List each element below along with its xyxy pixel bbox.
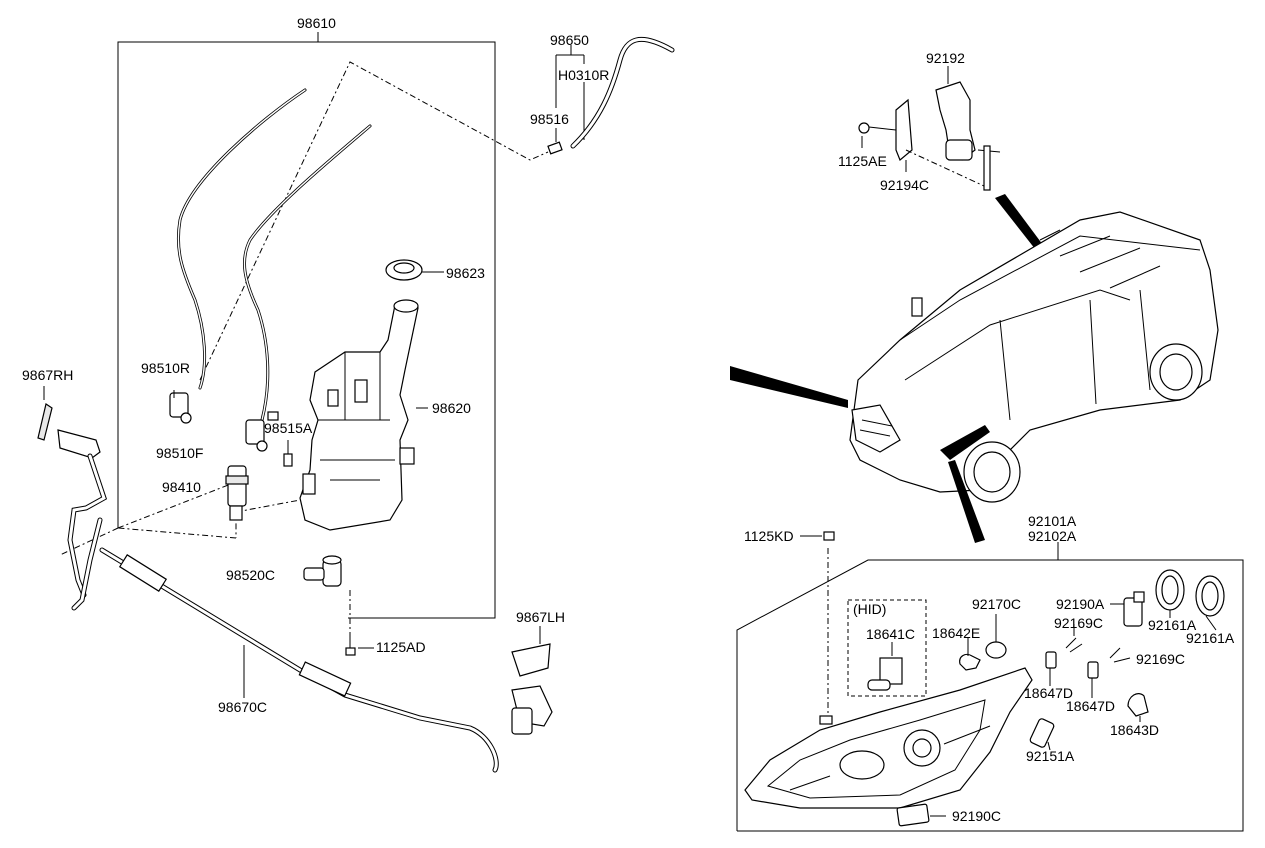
label-18641C: 18641C bbox=[866, 626, 915, 642]
label-92170C: 92170C bbox=[972, 596, 1021, 612]
label-98620: 98620 bbox=[432, 400, 471, 416]
label-92102A: 92102A bbox=[1028, 528, 1077, 544]
label-92161A-left: 92161A bbox=[1148, 617, 1197, 633]
level-sensor bbox=[303, 555, 342, 587]
label-98515A: 98515A bbox=[264, 420, 313, 436]
washer-group bbox=[59, 32, 549, 656]
bolt-1125AD bbox=[345, 636, 374, 656]
label-9867RH: 9867RH bbox=[22, 367, 73, 383]
label-H0310R: H0310R bbox=[558, 67, 609, 83]
label-92192: 92192 bbox=[926, 50, 965, 66]
label-98516: 98516 bbox=[530, 111, 569, 127]
label-98510R: 98510R bbox=[141, 360, 190, 376]
label-92151A: 92151A bbox=[1026, 748, 1075, 764]
washer-reservoir bbox=[299, 299, 428, 531]
label-98650: 98650 bbox=[550, 32, 589, 48]
headlamp-group bbox=[736, 531, 1244, 832]
label-92169C-top: 92169C bbox=[1054, 615, 1103, 631]
washer-motor bbox=[225, 465, 249, 521]
vehicle-illustration bbox=[730, 211, 1219, 543]
label-92190A: 92190A bbox=[1056, 596, 1105, 612]
washer-pump-front bbox=[245, 411, 279, 452]
label-98520C: 98520C bbox=[226, 567, 275, 583]
washer-pump-rear bbox=[169, 390, 192, 424]
label-92190C: 92190C bbox=[952, 808, 1001, 824]
label-92161A-right: 92161A bbox=[1186, 630, 1235, 646]
label-98670C: 98670C bbox=[218, 699, 267, 715]
washer-nozzle-hoses bbox=[37, 386, 553, 773]
washer-tube-group bbox=[547, 37, 675, 155]
check-valve bbox=[283, 440, 293, 467]
label-92169C-bottom: 92169C bbox=[1136, 651, 1185, 667]
label-92101A: 92101A bbox=[1028, 513, 1077, 529]
label-18643D: 18643D bbox=[1110, 722, 1159, 738]
part-number-labels: 98610 98650 H0310R 98516 98623 9867RH 98… bbox=[22, 15, 1235, 824]
label-98510F: 98510F bbox=[156, 445, 203, 461]
label-1125KD: 1125KD bbox=[744, 528, 794, 544]
label-1125AE: 1125AE bbox=[838, 153, 887, 169]
label-hid: (HID) bbox=[853, 601, 886, 617]
label-18642E: 18642E bbox=[932, 625, 980, 641]
label-9867LH: 9867LH bbox=[516, 609, 565, 625]
label-1125AD: 1125AD bbox=[376, 639, 426, 655]
label-92194C: 92194C bbox=[880, 177, 929, 193]
label-98410: 98410 bbox=[162, 479, 201, 495]
reservoir-cap bbox=[385, 259, 444, 281]
label-98610: 98610 bbox=[297, 15, 336, 31]
label-18647D-right: 18647D bbox=[1066, 698, 1115, 714]
label-98623: 98623 bbox=[446, 265, 485, 281]
label-18647D-left: 18647D bbox=[1024, 685, 1073, 701]
